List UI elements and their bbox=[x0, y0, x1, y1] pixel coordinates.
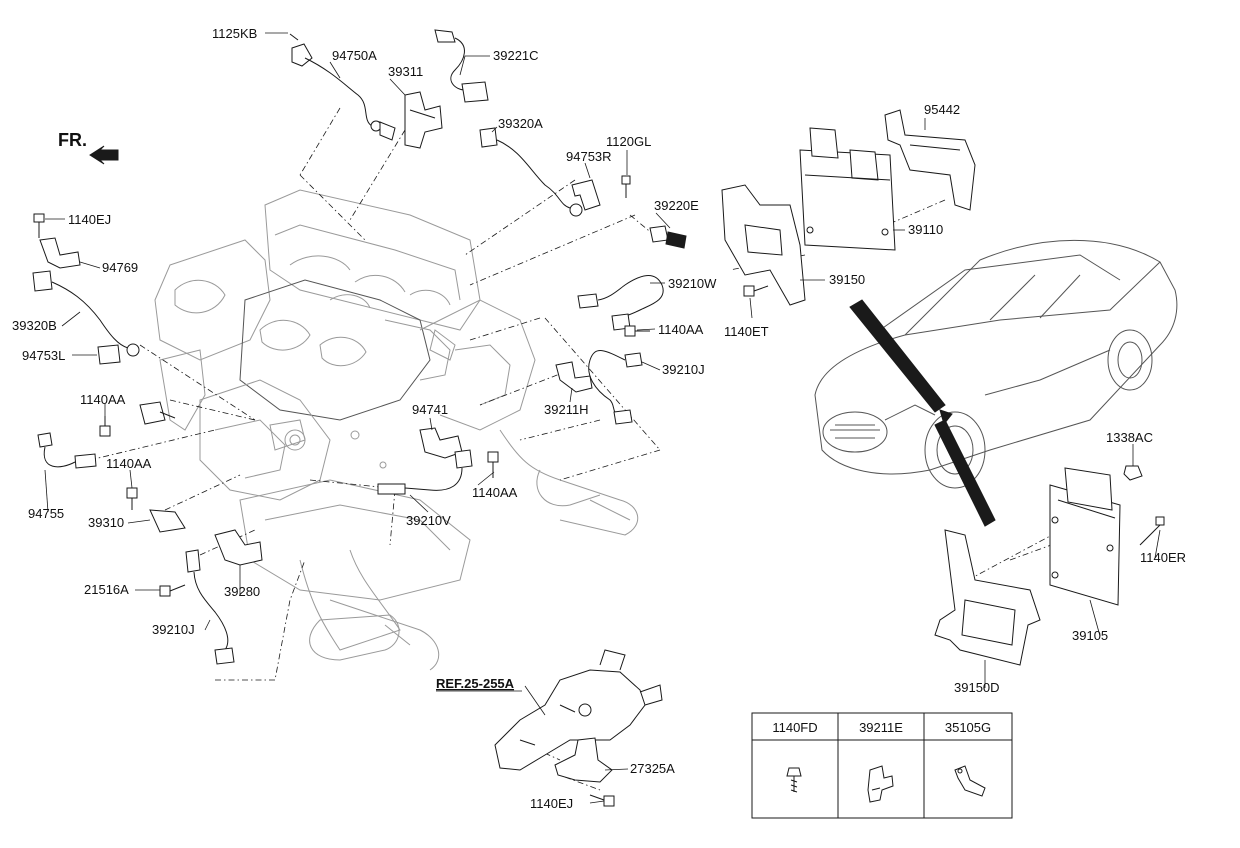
engine-assembly bbox=[154, 189, 638, 671]
label-1140AA-upper: 1140AA bbox=[658, 322, 704, 337]
sensor-39320A bbox=[479, 127, 583, 217]
label-39210W: 39210W bbox=[668, 276, 717, 291]
bolt-1140AA-upper bbox=[624, 325, 650, 337]
label-39320B: 39320B bbox=[12, 318, 57, 333]
bolt-1140AA-left2 bbox=[126, 487, 138, 510]
label-39221C: 39221C bbox=[493, 48, 539, 63]
label-1140EJ-left: 1140EJ bbox=[68, 212, 111, 227]
sensor-39220E bbox=[649, 225, 687, 249]
sensor-camshaft bbox=[139, 401, 176, 425]
ecu-39105 bbox=[1049, 467, 1121, 606]
bracket-94753L bbox=[97, 344, 121, 365]
bolt-21516A bbox=[159, 584, 186, 597]
label-1140AA-left1: 1140AA bbox=[80, 392, 126, 407]
sensor-94755 bbox=[37, 432, 97, 469]
label-39311: 39311 bbox=[388, 64, 423, 79]
bracket-94741 bbox=[419, 427, 463, 459]
legend-bracket-39211E bbox=[867, 765, 894, 803]
bracket-39280 bbox=[214, 529, 263, 566]
bracket-94753R bbox=[571, 179, 601, 211]
label-27325A: 27325A bbox=[630, 761, 675, 776]
label-94750A: 94750A bbox=[332, 48, 377, 63]
bolt-1140EJ-left bbox=[33, 213, 45, 238]
bracket-27325A bbox=[554, 737, 613, 783]
front-label: FR. bbox=[58, 130, 87, 150]
label-21516A: 21516A bbox=[84, 582, 129, 597]
label-1140ET: 1140ET bbox=[724, 324, 769, 339]
sensor-knock-94750A bbox=[289, 33, 396, 141]
part-labels: 1125KB 94750A 39311 39221C 39320A 1120GL… bbox=[12, 26, 1186, 811]
location-arrows bbox=[849, 299, 996, 527]
legend-header-1140FD: 1140FD bbox=[772, 720, 817, 735]
sensor-39210J-left bbox=[185, 549, 235, 665]
front-indicator: FR. bbox=[58, 130, 119, 165]
legend-table: 1140FD 39211E 35105G bbox=[751, 712, 1013, 819]
label-94741: 94741 bbox=[412, 402, 448, 417]
label-94753R: 94753R bbox=[566, 149, 612, 164]
sensor-39210J-right bbox=[588, 350, 643, 425]
bracket-95442 bbox=[884, 109, 976, 211]
front-arrow-icon bbox=[89, 145, 119, 165]
bolt-1140ER bbox=[1139, 516, 1165, 546]
legend-clip-35105G bbox=[954, 765, 986, 797]
label-39150: 39150 bbox=[829, 272, 865, 287]
label-39105: 39105 bbox=[1072, 628, 1108, 643]
label-39320A: 39320A bbox=[498, 116, 543, 131]
bolt-1140EJ-bottom bbox=[589, 794, 615, 807]
label-39210V: 39210V bbox=[406, 513, 451, 528]
sensor-39210V bbox=[377, 449, 473, 495]
label-94753L: 94753L bbox=[22, 348, 65, 363]
label-1140AA-mid: 1140AA bbox=[472, 485, 518, 500]
label-39150D: 39150D bbox=[954, 680, 1000, 695]
legend-header-35105G: 35105G bbox=[945, 720, 991, 735]
bracket-39150 bbox=[721, 184, 806, 306]
label-94769: 94769 bbox=[102, 260, 138, 275]
thermostat-housing bbox=[494, 649, 663, 771]
label-39210J-left: 39210J bbox=[152, 622, 195, 637]
sensor-39221C bbox=[434, 29, 489, 103]
label-39310: 39310 bbox=[88, 515, 124, 530]
reference-label: REF.25-255A bbox=[436, 676, 515, 691]
label-39220E: 39220E bbox=[654, 198, 699, 213]
bracket-39150D bbox=[934, 529, 1041, 666]
label-1140AA-left2: 1140AA bbox=[106, 456, 152, 471]
label-1140ER: 1140ER bbox=[1140, 550, 1186, 565]
label-1120GL: 1120GL bbox=[606, 134, 651, 149]
bolt-1120GL bbox=[621, 175, 631, 198]
sensor-39210W bbox=[577, 275, 664, 331]
label-39211H: 39211H bbox=[544, 402, 589, 417]
sensor-39310 bbox=[149, 509, 186, 533]
car-illustration bbox=[814, 239, 1178, 489]
legend-column-dividers bbox=[837, 713, 925, 818]
label-39110: 39110 bbox=[908, 222, 943, 237]
label-1140EJ-bottom: 1140EJ bbox=[530, 796, 573, 811]
legend-header-39211E: 39211E bbox=[859, 720, 903, 735]
bracket-39311 bbox=[404, 91, 443, 149]
label-1338AC: 1338AC bbox=[1106, 430, 1153, 445]
label-94755: 94755 bbox=[28, 506, 64, 521]
nut-1338AC bbox=[1123, 465, 1143, 481]
legend-bolt-1140FD bbox=[786, 767, 802, 793]
label-39280: 39280 bbox=[224, 584, 260, 599]
legend-table-border bbox=[751, 712, 1013, 819]
sensor-39320B bbox=[32, 270, 140, 357]
bracket-94769 bbox=[39, 237, 81, 269]
label-39210J-right: 39210J bbox=[662, 362, 705, 377]
bolt-1140AA-mid bbox=[487, 451, 499, 478]
label-95442: 95442 bbox=[924, 102, 960, 117]
bolt-1140ET bbox=[743, 285, 769, 297]
label-1125KB: 1125KB bbox=[212, 26, 257, 41]
bolt-1140AA-left1 bbox=[99, 416, 111, 437]
leader-lines bbox=[44, 32, 1161, 804]
ecu-39110 bbox=[799, 127, 896, 251]
bracket-39211H bbox=[555, 361, 593, 393]
